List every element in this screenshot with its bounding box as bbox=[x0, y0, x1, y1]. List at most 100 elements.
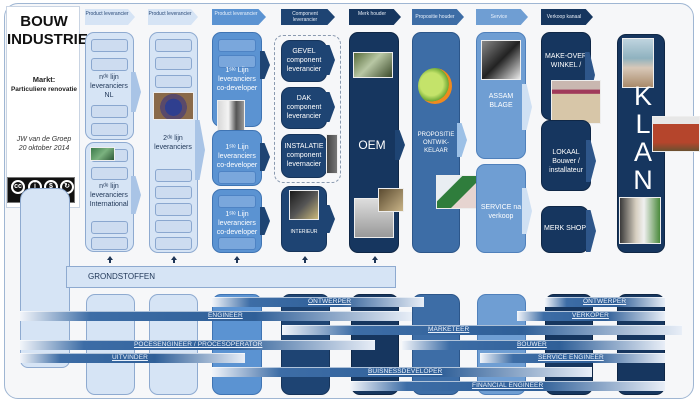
col4-arrow-dak bbox=[325, 92, 335, 122]
info-panel: BOUW INDUSTRIE Markt: Particuliere renov… bbox=[6, 6, 88, 208]
date: 20 oktober 2014 bbox=[18, 145, 70, 152]
col3-label-2: 1ˢᵗᵉ Lijn leveranciers co-developer bbox=[216, 144, 258, 169]
col8-arrow-3 bbox=[586, 210, 596, 252]
role-bar-ontwerper-2 bbox=[545, 297, 665, 307]
up-arrow-icon bbox=[372, 256, 378, 263]
shop-front-image bbox=[551, 80, 601, 124]
header-chevron-3: Product leverancier bbox=[212, 9, 266, 25]
circuit-board-image bbox=[90, 147, 115, 161]
col4-label-gevel: GEVEL component leverancier bbox=[286, 48, 322, 73]
house-module-image bbox=[378, 188, 404, 212]
market-value: Particuliere renovatie bbox=[10, 86, 78, 93]
klant-text: KLANT bbox=[633, 81, 653, 222]
col3-box-3[interactable] bbox=[212, 189, 262, 253]
shop-door-image bbox=[619, 197, 661, 244]
role-bar-buisnessdeveloper bbox=[212, 367, 592, 377]
role-label-financial-engineer: FINANCIAL ENGINEER bbox=[472, 382, 544, 389]
title-line-1: BOUW bbox=[20, 13, 68, 30]
col9-label: KLANT bbox=[632, 82, 654, 222]
cc-icon: cc bbox=[11, 180, 25, 194]
title-line-2: INDUSTRIE bbox=[7, 31, 88, 48]
col8-label-2: LOKAAL Bouwer / installateur bbox=[549, 149, 583, 174]
col7-label-1: ASSAM BLAGE bbox=[488, 93, 514, 109]
role-label-verkoper: VERKOPER bbox=[572, 312, 609, 319]
up-arrow-icon bbox=[171, 256, 177, 263]
col4-box-dak[interactable] bbox=[281, 87, 327, 129]
role-bar-marketeer bbox=[282, 325, 682, 335]
col4-label-installatie: INSTALATIE component levernacier bbox=[284, 143, 324, 168]
role-bar-ontwerper-1 bbox=[212, 297, 424, 307]
factory-image bbox=[353, 52, 393, 78]
col8-label-1: MAKE-OVER WINKEL / bbox=[544, 53, 587, 69]
up-arrow-icon bbox=[107, 256, 113, 263]
role-label-uitvinder: UITVINDER bbox=[112, 354, 148, 361]
pump-image bbox=[153, 92, 194, 120]
role-label-procesengineer: POCESENGINEER / PROCESOPERATOR bbox=[134, 341, 263, 348]
header-chevron-4: Component leverancier bbox=[281, 9, 335, 25]
role-bar-engineer bbox=[20, 311, 412, 321]
role-label-engineer: ENGINEER bbox=[208, 312, 243, 319]
role-bar-uitvinder bbox=[20, 353, 245, 363]
col7-arrow-1 bbox=[522, 84, 532, 130]
role-bar-procesengineer bbox=[20, 340, 375, 350]
assembly-unit-image bbox=[481, 40, 521, 80]
col3-box-2[interactable] bbox=[212, 130, 262, 186]
col1-top-box[interactable] bbox=[85, 32, 134, 140]
col8-arrow-2 bbox=[586, 140, 596, 182]
grondstoffen-box[interactable] bbox=[66, 266, 396, 288]
header-chevron-5: Merk houder bbox=[349, 9, 401, 25]
installation-unit-image bbox=[326, 134, 338, 174]
role-label-ontwerper-2: ONTWERPER bbox=[583, 298, 627, 305]
role-bar-verkoper bbox=[517, 311, 665, 321]
col1-top-label: nᵈᵉ lijn leveranciers NL bbox=[90, 74, 128, 99]
col3-arrow-2 bbox=[260, 143, 270, 171]
col8-label-3: MERK SHOP bbox=[543, 225, 586, 232]
col2-label: 2ᵈᵉ lijn leveranciers bbox=[154, 135, 192, 151]
role-bar-service-engineer bbox=[480, 353, 665, 363]
grondstoffen-label: GRONDSTOFFEN bbox=[88, 272, 155, 281]
role-bar-bouwer bbox=[402, 340, 665, 350]
header-chevron-2: Product leverancier bbox=[148, 9, 198, 25]
role-label-marketeer: MARKETEER bbox=[428, 326, 470, 333]
component-group-outline bbox=[274, 35, 341, 183]
col1-bottom-arrow bbox=[131, 176, 141, 214]
col7-label-2: SERVICE na verkoop bbox=[480, 204, 522, 220]
col4-arrow-interieur bbox=[325, 205, 335, 233]
interior-image bbox=[289, 190, 319, 220]
role-label-bouwer: BOUWER bbox=[517, 341, 547, 348]
col1-top-arrow bbox=[131, 72, 141, 112]
col4-arrow-gevel bbox=[325, 45, 335, 75]
col6-label: PROPOSITIE ONTWIK-KELAAR bbox=[417, 132, 455, 154]
role-label-buisnessdeveloper: BUISNESSDEVELOPER bbox=[368, 368, 443, 375]
col3-label-3: 1ˢᵗᵉ Lijn leveranciers co-developer bbox=[216, 211, 258, 236]
col6-arrow bbox=[457, 123, 467, 157]
raw-material-band bbox=[20, 188, 70, 368]
col3-label-1: 1ˢᵗᵉ Lijn leveranciers co-developer bbox=[216, 67, 258, 92]
elderly-customer-image bbox=[622, 38, 654, 88]
col2-box[interactable] bbox=[149, 32, 198, 253]
col8-lokaal-box[interactable] bbox=[541, 120, 591, 191]
col1-bottom-label: nᵈᵉ lijn leveranciers International bbox=[89, 183, 129, 208]
header-chevron-1: Product leverancier bbox=[85, 9, 135, 25]
col3-arrow-3 bbox=[260, 207, 270, 235]
col5-arrow bbox=[395, 130, 405, 160]
col2-arrow bbox=[195, 120, 205, 180]
role-label-ontwerper-1: ONTWERPER bbox=[308, 298, 352, 305]
header-chevron-7: Service bbox=[476, 9, 528, 25]
apple-orange-image bbox=[418, 68, 452, 104]
house-image bbox=[652, 116, 700, 152]
up-arrow-icon bbox=[302, 256, 308, 263]
role-bar-financial-engineer bbox=[350, 381, 665, 391]
col4-label-dak: DAK component leverancier bbox=[286, 95, 322, 120]
col4-box-gevel[interactable] bbox=[281, 40, 327, 82]
header-chevron-6: Propositie houder bbox=[412, 9, 464, 25]
col5-label: OEM bbox=[358, 138, 386, 152]
col3-arrow-1 bbox=[260, 51, 270, 79]
col4-label-interieur: INTERIEUR bbox=[290, 229, 318, 235]
header-chevron-8: Verkoop kanaal bbox=[541, 9, 593, 25]
author: JW van de Groep bbox=[16, 136, 72, 143]
up-arrow-icon bbox=[234, 256, 240, 263]
col8-arrow-1 bbox=[585, 52, 595, 98]
col7-arrow-2 bbox=[522, 188, 532, 234]
